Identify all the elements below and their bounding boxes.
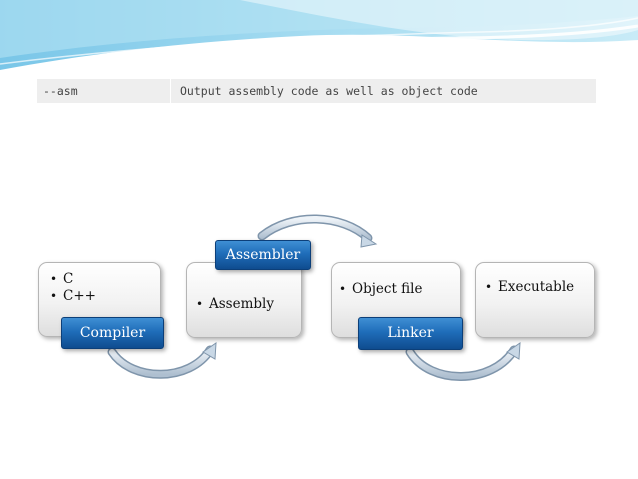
bullet-item: Object file (336, 281, 422, 298)
assembly-card: Assembly (186, 262, 302, 338)
option-cell: --asm (43, 84, 78, 98)
column-divider (170, 79, 171, 103)
assembler-tag: Assembler (215, 240, 311, 270)
header-wave (0, 0, 638, 74)
bullet-item: Assembly (193, 296, 274, 313)
bullet-item: Executable (482, 279, 574, 296)
bullet-item: C++ (47, 288, 96, 305)
description-cell: Output assembly code as well as object c… (180, 84, 478, 98)
source-card: C C++ (38, 262, 161, 337)
bullet-item: C (47, 271, 96, 288)
option-table-row: --asm Output assembly code as well as ob… (37, 79, 596, 103)
executable-card: Executable (475, 262, 595, 338)
compiler-tag: Compiler (61, 317, 164, 349)
linker-tag: Linker (358, 317, 463, 350)
